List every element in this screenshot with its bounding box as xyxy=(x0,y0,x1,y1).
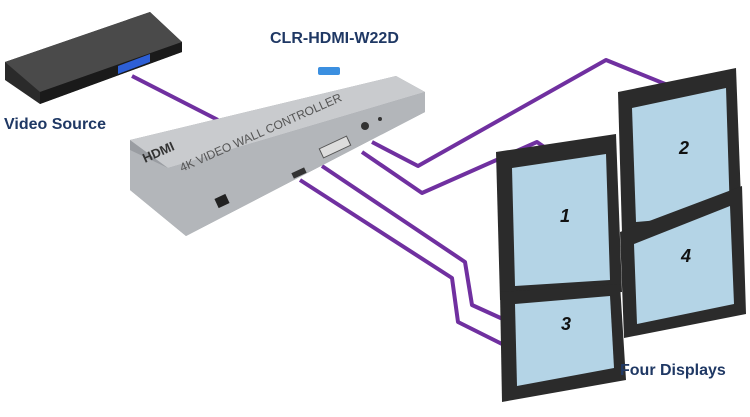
cables xyxy=(131,58,681,346)
cable-to-display-4 xyxy=(298,178,503,346)
display-number-4: 4 xyxy=(680,246,691,266)
cable-source-to-controller xyxy=(131,74,219,122)
display-wall: 1 2 3 4 xyxy=(496,68,746,402)
product-title: CLR-HDMI-W22D xyxy=(270,30,399,47)
cable-to-display-3 xyxy=(320,164,506,322)
display-number-3: 3 xyxy=(561,314,571,334)
cable-to-display-2 xyxy=(371,58,681,168)
video-source-device xyxy=(5,12,182,104)
display-1: 1 xyxy=(496,134,622,300)
video-source-label: Video Source xyxy=(4,116,106,133)
four-displays-label: Four Displays xyxy=(620,362,726,379)
display-number-2: 2 xyxy=(678,138,689,158)
display-4: 4 xyxy=(620,186,746,338)
display-number-1: 1 xyxy=(560,206,570,226)
display-2: 2 xyxy=(618,68,742,234)
video-wall-controller: HDMI 4K VIDEO WALL CONTROLLER xyxy=(130,67,425,236)
display-3: 3 xyxy=(500,284,626,402)
